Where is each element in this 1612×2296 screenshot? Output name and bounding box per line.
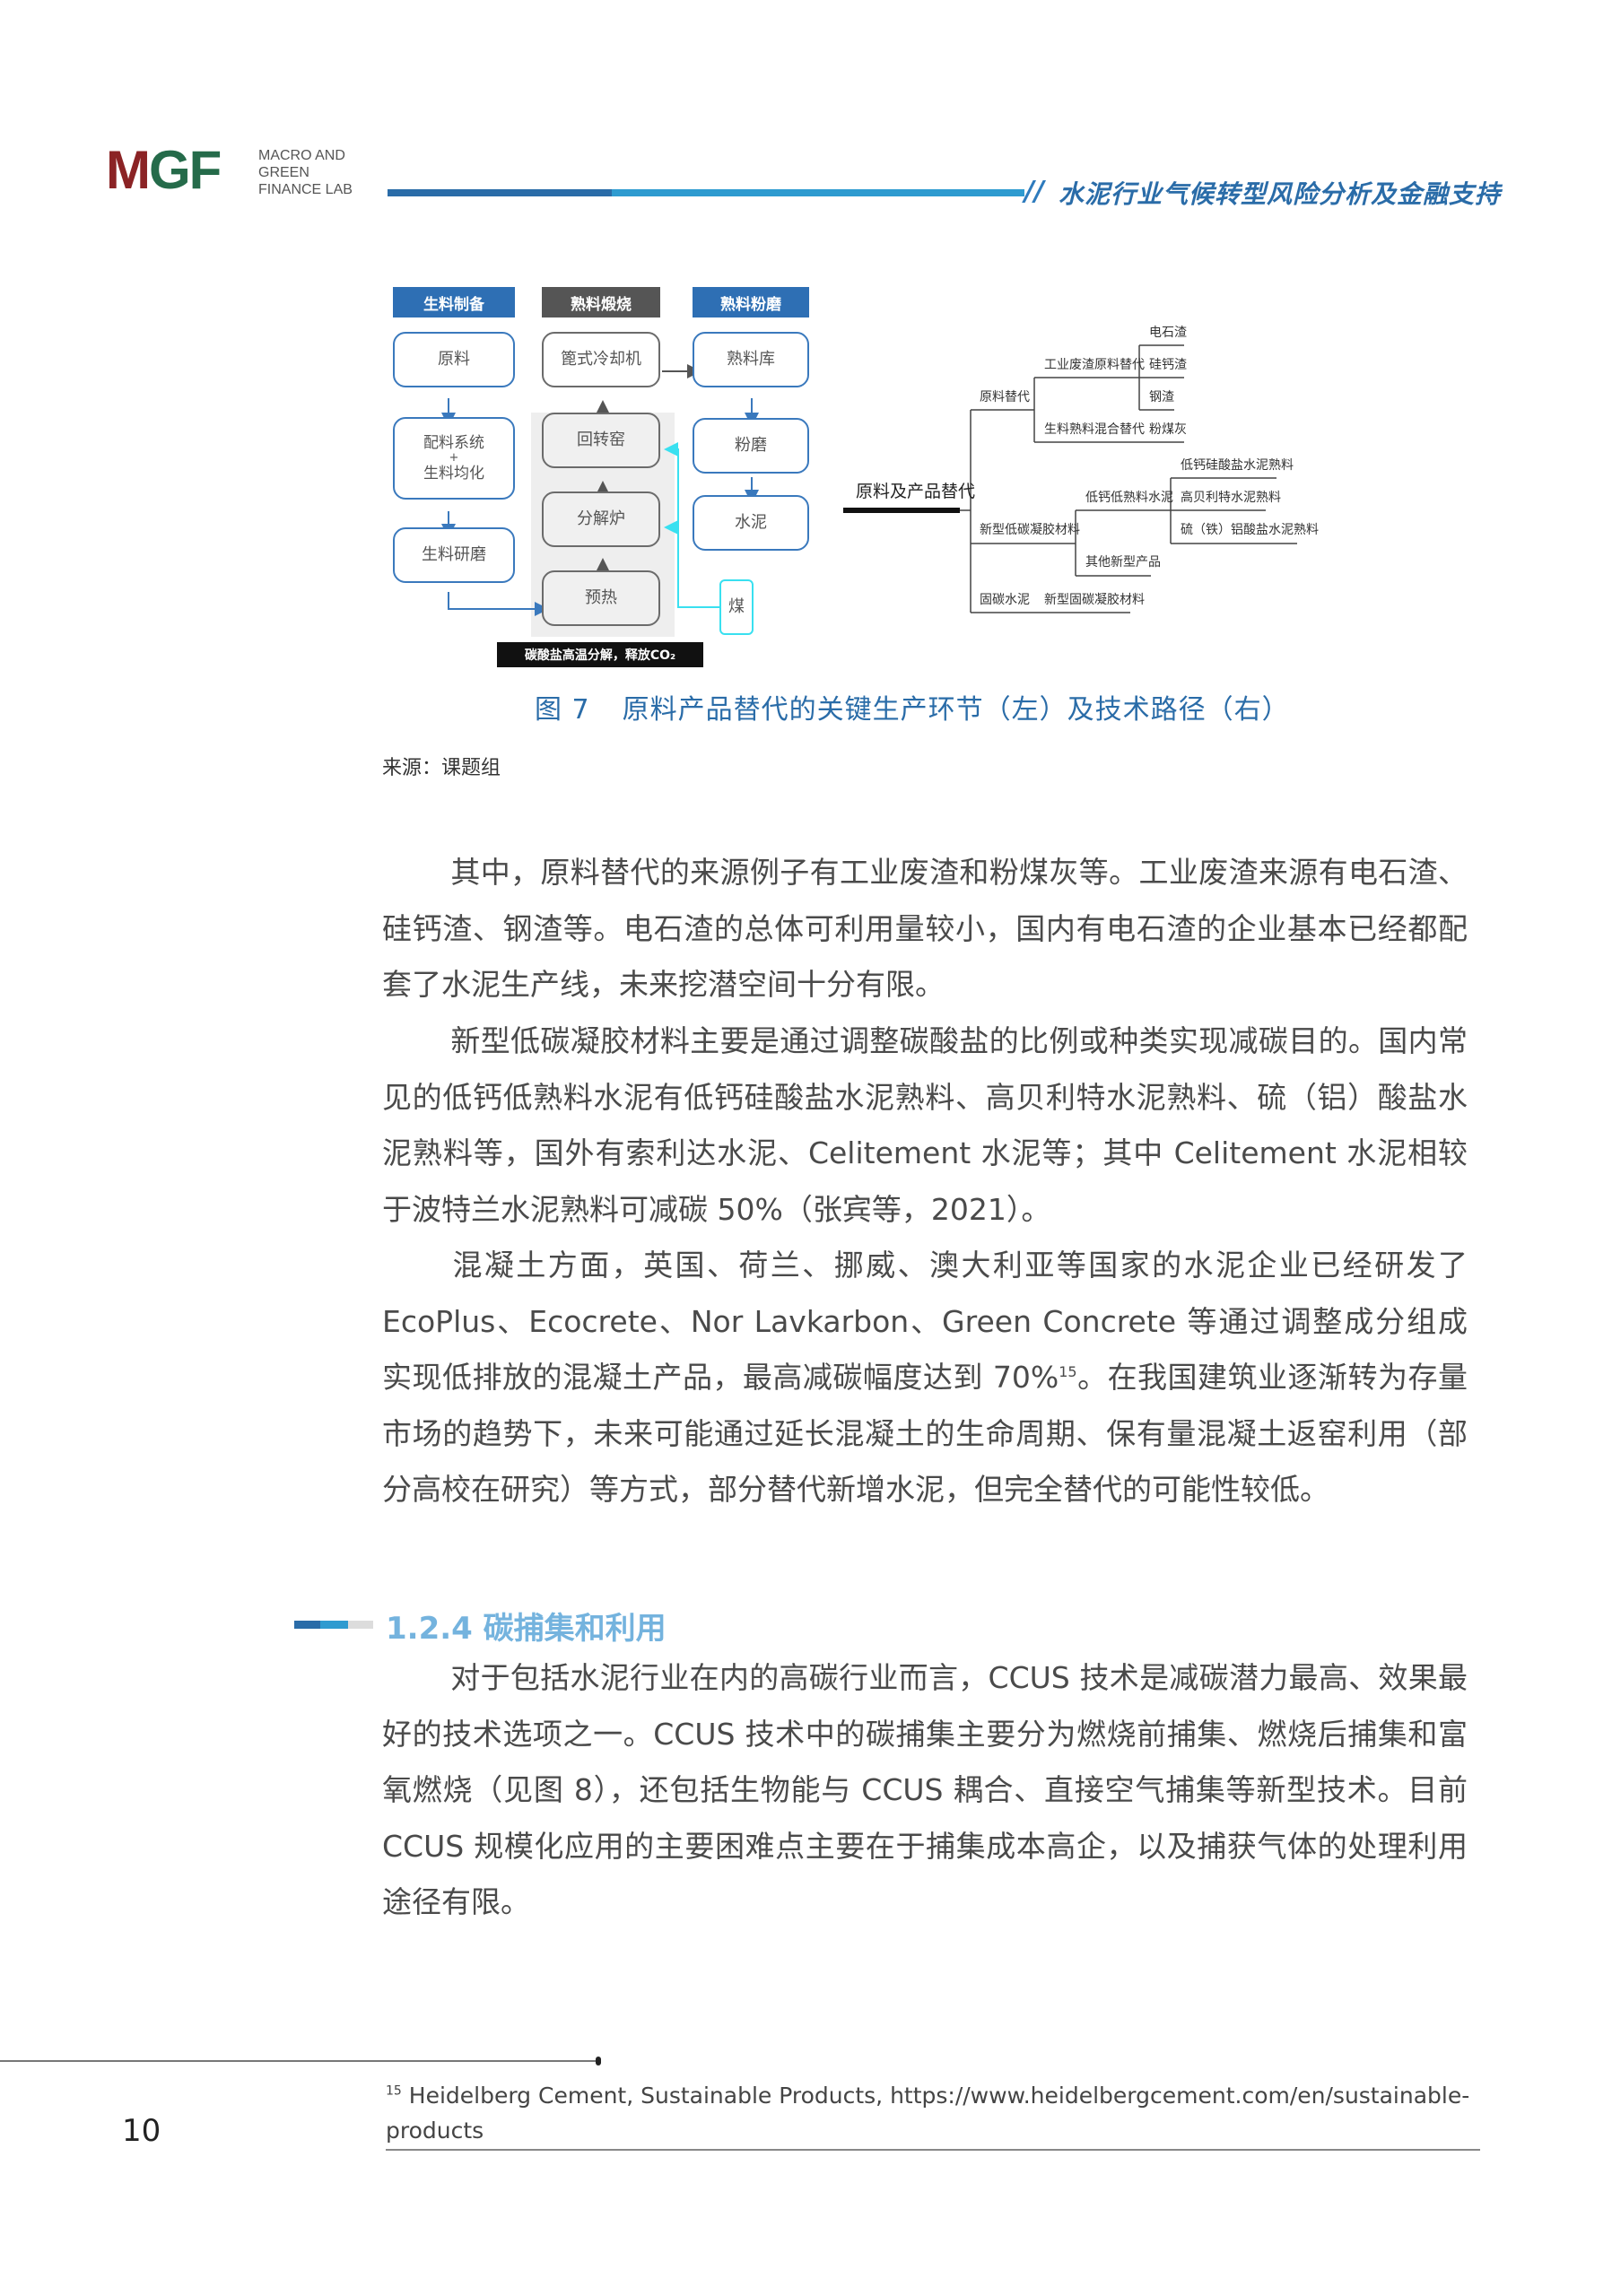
report-title: 水泥行业气候转型风险分析及金融支持 <box>1059 179 1502 209</box>
footnote-ref-15[interactable]: 15 <box>1059 1363 1077 1380</box>
paragraph-concrete: 混凝土方面，英国、荷兰、挪威、澳大利亚等国家的水泥企业已经研发了 EcoPlus… <box>382 1248 1468 1507</box>
tree-leaf-high-belite: 高贝利特水泥熟料 <box>1181 491 1281 505</box>
box-coal: 煤 <box>719 579 754 635</box>
box-cement: 水泥 <box>693 495 809 551</box>
header-bar-dark <box>388 189 612 196</box>
stage-header-raw-meal: 生料制备 <box>393 287 515 317</box>
box-calciner: 分解炉 <box>542 491 660 547</box>
figure-title: 原料产品替代的关键生产环节（左）及技术路径（右） <box>622 694 1290 726</box>
logo-mark: MGF <box>106 140 222 200</box>
figure-source: 来源：课题组 <box>382 757 501 779</box>
box-preheater: 预热 <box>542 570 660 626</box>
header-slash-icon: // <box>1024 176 1044 207</box>
page-number: 10 <box>122 2113 161 2149</box>
tree-branch-new-low-carbon-binder: 新型低碳凝胶材料 <box>980 523 1080 537</box>
tree-leaf-low-calcium-silicate: 低钙硅酸盐水泥熟料 <box>1181 458 1294 473</box>
paragraph-raw-material-sources: 其中，原料替代的来源例子有工业废渣和粉煤灰等。工业废渣来源有电石渣、硅钙渣、钢渣… <box>382 855 1468 1002</box>
technology-path-tree: 原料及产品替代 原料替代 工业废渣原料替代 电石渣 硅钙渣 钢渣 生料熟料混合替… <box>843 305 1471 628</box>
tree-lines <box>843 344 1297 613</box>
box-raw-meal-grinding: 生料研磨 <box>393 527 515 583</box>
footnote-bottom-rule <box>386 2149 1480 2151</box>
box-grate-cooler: 篦式冷却机 <box>542 332 660 387</box>
paragraph-low-carbon-binder: 新型低碳凝胶材料主要是通过调整碳酸盐的比例或种类实现减碳目的。国内常见的低钙低熟… <box>382 1023 1468 1227</box>
logo-text: MACRO AND GREEN FINANCE LAB <box>258 148 353 197</box>
footnote-15: 15 Heidelberg Cement, Sustainable Produc… <box>386 2083 1470 2144</box>
tree-leaf-steel-slag: 钢渣 <box>1149 390 1174 404</box>
box-rotary-kiln: 回转窑 <box>542 413 660 468</box>
box-raw-material: 原料 <box>393 332 515 387</box>
section-marker-dark <box>294 1621 320 1629</box>
paragraph-ccus: 对于包括水泥行业在内的高碳行业而言，CCUS 技术是减碳潜力最高、效果最好的技术… <box>382 1660 1468 1919</box>
tree-other-new-products: 其他新型产品 <box>1085 555 1161 570</box>
figure-caption: 图 7 原料产品替代的关键生产环节（左）及技术路径（右） <box>535 687 1290 726</box>
figure-number: 图 7 <box>535 694 590 726</box>
stage-header-clinker-grinding: 熟料粉磨 <box>693 287 809 317</box>
tree-leaf-sulfoaluminate: 硫（铁）铝酸盐水泥熟料 <box>1181 523 1319 537</box>
production-flow-diagram: 生料制备 熟料煅烧 熟料粉磨 原料 配料系统 + 生料均化 生料研磨 篦式冷却机… <box>388 287 827 667</box>
section-marker-light <box>348 1621 373 1629</box>
footnote-link[interactable]: Heidelberg Cement, Sustainable Products,… <box>386 2083 1470 2144</box>
tree-branch-carbon-fixing-cement: 固碳水泥 <box>980 593 1030 607</box>
flow-arrows <box>441 364 759 616</box>
tree-leaf-silicocalcium-slag: 硅钙渣 <box>1149 358 1187 372</box>
section-heading: 1.2.4 碳捕集和利用 <box>386 1611 667 1647</box>
stage-header-clinker-calcination: 熟料煅烧 <box>542 287 660 317</box>
box-grinding: 粉磨 <box>693 418 809 474</box>
tree-industrial-waste-substitution: 工业废渣原料替代 <box>1044 358 1145 372</box>
section-marker-mid <box>320 1621 348 1629</box>
header-bar-light <box>612 189 1024 196</box>
tree-leaf-carbide-slag: 电石渣 <box>1149 326 1187 340</box>
tree-branch-raw-material-substitution: 原料替代 <box>980 390 1030 404</box>
tree-raw-clinker-mixed-substitution: 生料熟料混合替代 <box>1044 422 1145 437</box>
footnote-separator <box>0 2060 599 2062</box>
mgf-logo: MGF MACRO AND GREEN FINANCE LAB <box>106 144 375 206</box>
separator-dot <box>596 2057 601 2066</box>
carbonate-decomposition-note: 碳酸盐高温分解，释放CO₂ <box>497 642 703 667</box>
tree-low-calcium-low-clinker-cement: 低钙低熟料水泥 <box>1085 491 1173 505</box>
box-proportioning-homogenization: 配料系统 + 生料均化 <box>393 417 515 500</box>
tree-leaf-fly-ash: 粉煤灰 <box>1149 422 1187 437</box>
tree-new-carbon-fixing-binder: 新型固碳凝胶材料 <box>1044 593 1145 607</box>
tree-root: 原料及产品替代 <box>856 482 976 501</box>
box-clinker-store: 熟料库 <box>693 332 809 387</box>
